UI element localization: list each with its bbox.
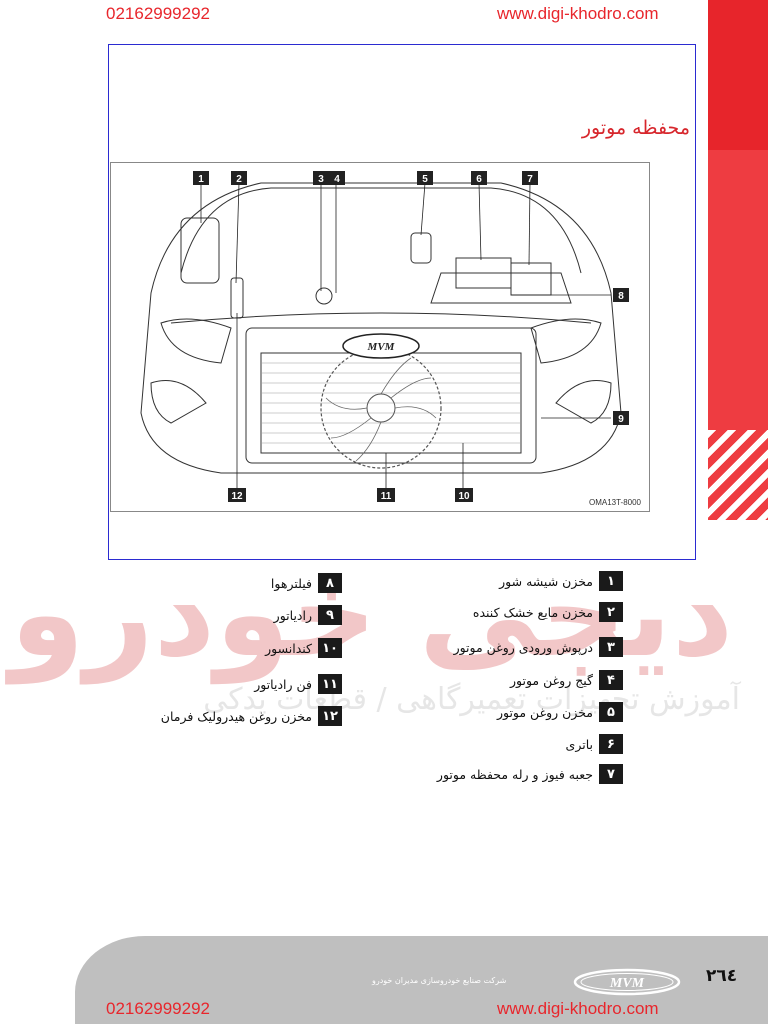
legend-item-1: ۱ مخزن شیشه شور [499, 570, 623, 592]
legend-number: ۸ [318, 573, 342, 593]
callout-7: 7 [527, 174, 533, 185]
legend-label: مخزن روغن هیدرولیک فرمان [160, 708, 312, 724]
legend-number: ۳ [599, 637, 623, 657]
legend-number: ۵ [599, 702, 623, 722]
callout-12: 12 [231, 491, 243, 502]
header-phone[interactable]: 02162999292 [106, 4, 211, 23]
section-title: محفظه موتور [581, 117, 690, 139]
legend-number: ۲ [599, 602, 623, 622]
footer-phone[interactable]: 02162999292 [106, 999, 211, 1018]
legend-label: گیج روغن موتور [510, 672, 593, 688]
header-website[interactable]: www.digi-khodro.com [497, 4, 659, 23]
legend-item-3: ۳ درپوش ورودی روغن موتور [454, 636, 623, 658]
figure-code: OMA13T-8000 [588, 498, 641, 507]
legend-number: ۱۱ [318, 674, 342, 694]
callout-9: 9 [618, 414, 624, 425]
callout-6: 6 [476, 174, 482, 185]
figure-brand-badge: MVM [367, 341, 396, 353]
legend-item-2: ۲ مخزن مایع خشک کننده [473, 601, 623, 623]
legend-item-5: ۵ مخزن روغن موتور [497, 701, 623, 723]
engine-compartment-figure: MVM 1 2 3 4 5 6 7 8 9 10 11 12 OMA13T-80… [110, 162, 650, 512]
page-number: ٢٦٤ [706, 966, 738, 986]
legend-number: ۱۰ [318, 638, 342, 658]
legend-label: جعبه فیوز و رله محفظه موتور [436, 766, 593, 782]
callout-10: 10 [458, 491, 470, 502]
legend-label: درپوش ورودی روغن موتور [453, 639, 593, 655]
callout-1: 1 [198, 174, 204, 185]
legend-number: ۷ [599, 764, 623, 784]
legend-item-4: ۴ گیج روغن موتور [510, 669, 623, 691]
legend-label: کندانسور [265, 640, 312, 656]
legend-label: مخزن مایع خشک کننده [472, 604, 593, 620]
callout-4: 4 [334, 174, 340, 185]
legend-label: باتری [565, 736, 593, 752]
legend-item-12: ۱۲ مخزن روغن هیدرولیک فرمان [161, 705, 342, 727]
callout-2: 2 [236, 174, 242, 185]
legend-item-11: ۱۱ فن رادیاتور [254, 673, 342, 695]
callout-11: 11 [381, 491, 392, 502]
footer-logo-text: MVM [609, 976, 645, 991]
callout-8: 8 [618, 291, 624, 302]
callout-5: 5 [422, 174, 428, 185]
legend-item-9: ۹ رادیاتور [274, 604, 342, 626]
mvm-logo-icon: MVM [573, 968, 681, 996]
footer-website[interactable]: www.digi-khodro.com [497, 999, 659, 1018]
footer-band [75, 936, 768, 1024]
legend-item-7: ۷ جعبه فیوز و رله محفظه موتور [437, 763, 623, 785]
legend-number: ۹ [318, 605, 342, 625]
watermark-text: آموزش تجهیزات تعمیرگاهی / قطعات یدکی [203, 682, 740, 717]
engine-illustration: MVM 1 2 3 4 5 6 7 8 9 10 11 12 [140, 171, 629, 502]
legend-item-8: ۸ فیلترهوا [271, 572, 342, 594]
legend-item-6: ۶ باتری [566, 733, 623, 755]
legend-label: مخزن روغن موتور [496, 704, 593, 720]
legend-label: فن رادیاتور [254, 676, 312, 692]
legend-label: مخزن شیشه شور [499, 573, 593, 589]
content-frame [108, 44, 696, 560]
footer-company-name: شرکت صنایع خودروسازی مدیران خودرو [372, 976, 507, 985]
legend-number: ۱ [599, 571, 623, 591]
legend-number: ۱۲ [318, 706, 342, 726]
callout-3: 3 [318, 174, 324, 185]
legend-item-10: ۱۰ کندانسور [265, 637, 342, 659]
legend-label: فیلترهوا [270, 575, 312, 591]
legend-number: ۴ [599, 670, 623, 690]
red-side-stripe [708, 0, 768, 1024]
legend-label: رادیاتور [273, 607, 312, 623]
legend-number: ۶ [599, 734, 623, 754]
watermark-logo-text: دیجی خودرو [10, 545, 734, 684]
